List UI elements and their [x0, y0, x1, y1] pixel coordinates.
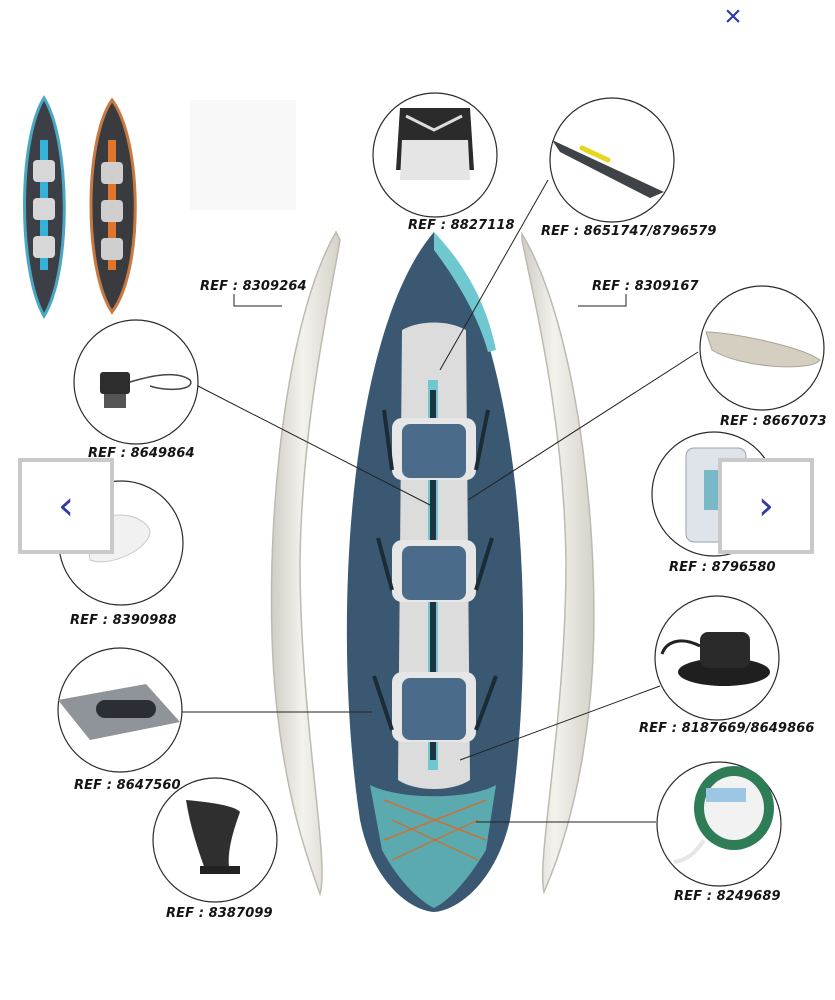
pump-valve-part	[660, 632, 770, 686]
seat-part	[396, 108, 474, 180]
ref-pump-valve: REF : 8187669/8649866	[639, 721, 815, 736]
ref-side-tube-right: REF : 8309167	[592, 279, 699, 294]
ref-seat: REF : 8827118	[408, 218, 515, 233]
side-tube-left	[270, 230, 341, 897]
ref-cushion: REF : 8667073	[720, 414, 827, 429]
side-tube-right	[521, 231, 595, 895]
ref-valve: REF : 8649864	[88, 446, 195, 461]
ref-deck-cover: REF : 8651747/8796579	[541, 224, 717, 239]
callout-valve	[73, 319, 199, 445]
ref-plate: REF : 8647560	[74, 778, 181, 793]
ref-cord: REF : 8249689	[674, 889, 781, 904]
seat-front	[392, 418, 476, 480]
callout-deck-cover	[549, 97, 675, 223]
deck-cover-part	[552, 140, 664, 198]
chevron-right-icon: ›	[758, 483, 774, 529]
close-button[interactable]: ×	[714, 0, 752, 34]
kayak-hull	[346, 232, 524, 912]
chevron-left-icon: ‹	[58, 483, 74, 529]
kayak-thumbnail-blue	[23, 95, 66, 319]
thumbnail-placeholder	[190, 100, 296, 210]
ref-fin: REF : 8387099	[166, 906, 273, 921]
leader-lines	[182, 179, 699, 823]
prev-image-button[interactable]: ‹	[18, 458, 114, 554]
plate-part	[58, 684, 180, 740]
seat-rear	[392, 672, 476, 742]
ref-side-tube-left: REF : 8309264	[200, 279, 307, 294]
valve-part	[100, 372, 192, 408]
ref-bag: REF : 8796580	[669, 560, 776, 575]
close-icon: ×	[724, 0, 742, 33]
cushion-part	[705, 331, 821, 368]
cord-part	[673, 766, 774, 864]
seat-middle	[392, 540, 476, 602]
fin-part	[186, 800, 240, 874]
next-image-button[interactable]: ›	[718, 458, 814, 554]
kayak-thumbnail-orange	[89, 97, 137, 315]
ref-pad: REF : 8390988	[70, 613, 177, 628]
